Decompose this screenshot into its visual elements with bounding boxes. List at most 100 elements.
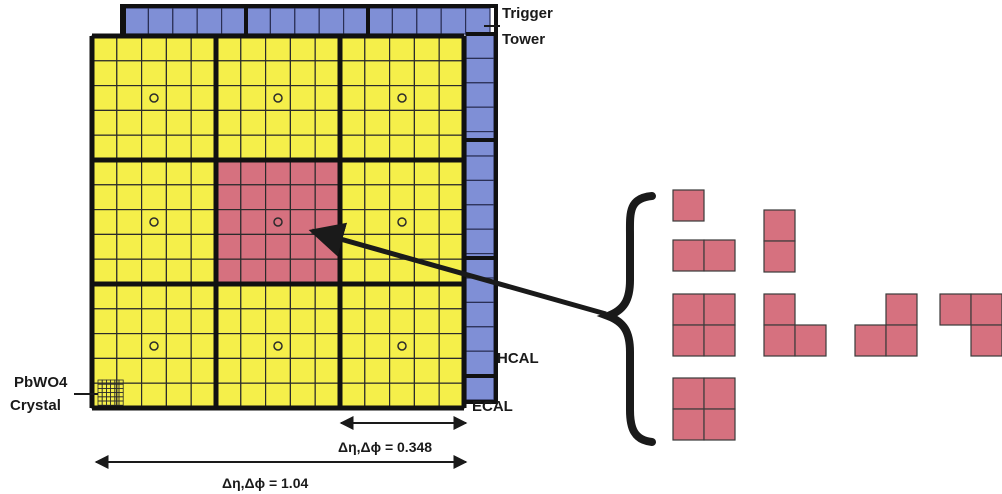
- ecal-crystal-cell: [314, 283, 341, 310]
- ecal-crystal-cell: [314, 308, 341, 335]
- ecal-crystal-cell: [141, 357, 168, 384]
- ecal-crystal-cell: [265, 209, 292, 236]
- tower-center-marker: [149, 341, 159, 351]
- ecal-crystal-cell: [413, 184, 440, 211]
- ecal-crystal-cell: [240, 382, 267, 409]
- pattern-cell: [763, 293, 796, 326]
- hcal-cell: [465, 7, 491, 35]
- pattern-cell: [672, 377, 705, 410]
- ecal-crystal-cell: [339, 308, 366, 335]
- ecal-crystal-cell: [165, 109, 192, 136]
- ecal-crystal-cell: [215, 308, 242, 335]
- ecal-crystal-cell: [289, 134, 316, 161]
- crystal-label: PbWO4: [14, 374, 68, 391]
- ecal-crystal-cell: [289, 382, 316, 409]
- ecal-crystal-cell: [289, 308, 316, 335]
- ecal-crystal-cell: [438, 382, 465, 409]
- ecal-crystal-cell: [141, 333, 168, 360]
- pattern-cell: [703, 293, 736, 326]
- hcal-cell: [465, 131, 495, 157]
- ecal-crystal-cell: [438, 233, 465, 260]
- ecal-crystal-cell: [116, 209, 143, 236]
- ecal-crystal-cell: [389, 60, 416, 87]
- ecal-crystal-cell: [215, 382, 242, 409]
- ecal-crystal-cell: [389, 258, 416, 285]
- ecal-crystal-cell: [141, 233, 168, 260]
- ecal-crystal-cell: [389, 159, 416, 186]
- pattern-cell: [885, 324, 918, 357]
- ecal-crystal-cell: [91, 134, 118, 161]
- ecal-crystal-cell: [91, 233, 118, 260]
- ecal-crystal-cell: [413, 382, 440, 409]
- ecal-crystal-cell: [141, 184, 168, 211]
- ecal-crystal-cell: [215, 84, 242, 111]
- ecal-crystal-cell: [190, 283, 217, 310]
- ecal-crystal-cell: [364, 308, 391, 335]
- ecal-crystal-cell: [413, 109, 440, 136]
- hcal-cell: [123, 7, 149, 35]
- pattern-single: [672, 189, 705, 222]
- ecal-crystal-cell: [265, 184, 292, 211]
- ecal-crystal-cell: [413, 357, 440, 384]
- ecal-crystal-cell: [116, 60, 143, 87]
- ecal-crystal-cell: [190, 333, 217, 360]
- pattern-cell: [703, 239, 736, 272]
- ecal-crystal-cell: [91, 209, 118, 236]
- outer-dimension-label: Δη,Δϕ = 1.04: [222, 475, 308, 491]
- hcal-cell: [147, 7, 174, 35]
- hcal-cell: [294, 7, 320, 35]
- ecal-crystal-cell: [289, 333, 316, 360]
- tower-center-marker: [149, 93, 159, 103]
- pattern-cell: [885, 293, 918, 326]
- ecal-crystal-cell: [190, 184, 217, 211]
- ecal-crystal-cell: [141, 134, 168, 161]
- ecal-crystal-cell: [314, 357, 341, 384]
- ecal-crystal-cell: [314, 60, 341, 87]
- ecal-crystal-cell: [116, 35, 143, 62]
- ecal-crystal-cell: [116, 258, 143, 285]
- ecal-crystal-cell: [265, 35, 292, 62]
- pattern-L-missing-top-left: [854, 293, 918, 357]
- ecal-crystal-cell: [339, 184, 366, 211]
- ecal-crystal-cell: [389, 333, 416, 360]
- ecal-crystal-cell: [190, 258, 217, 285]
- pattern-full-square: [672, 377, 736, 441]
- pattern-L-missing-top-right: [763, 293, 827, 357]
- ecal-crystal-cell: [165, 283, 192, 310]
- ecal-crystal-cell: [339, 159, 366, 186]
- ecal-crystal-cell: [91, 184, 118, 211]
- pattern-vertical-pair: [763, 209, 796, 273]
- ecal-crystal-cell: [339, 357, 366, 384]
- hcal-cell: [221, 7, 247, 35]
- crystal-label-2: Crystal: [10, 397, 61, 414]
- ecal-crystal-cell: [141, 258, 168, 285]
- ecal-crystal-cell: [265, 233, 292, 260]
- ecal-crystal-cell: [190, 134, 217, 161]
- ecal-crystal-cell: [215, 60, 242, 87]
- hcal-cell: [391, 7, 418, 35]
- ecal-crystal-cell: [215, 35, 242, 62]
- ecal-crystal-cell: [265, 134, 292, 161]
- trigger-tower-label-2: Tower: [502, 31, 545, 48]
- ecal-crystal-cell: [240, 84, 267, 111]
- ecal-crystal-cell: [314, 333, 341, 360]
- pattern-square: [672, 293, 736, 357]
- ecal-crystal-cell: [165, 35, 192, 62]
- ecal-crystal-cell: [265, 308, 292, 335]
- ecal-crystal-cell: [339, 109, 366, 136]
- ecal-crystal-cell: [289, 109, 316, 136]
- ecal-crystal-cell: [215, 333, 242, 360]
- hcal-cell: [465, 326, 495, 352]
- ecal-crystal-cell: [314, 382, 341, 409]
- hcal-cell: [465, 155, 495, 181]
- ecal-crystal-cell: [438, 109, 465, 136]
- ecal-crystal-cell: [240, 60, 267, 87]
- ecal-crystal-cell: [389, 283, 416, 310]
- ecal-crystal-cell: [91, 333, 118, 360]
- ecal-crystal-cell: [91, 60, 118, 87]
- ecal-crystal-cell: [240, 109, 267, 136]
- ecal-crystal-cell: [215, 233, 242, 260]
- ecal-crystal-cell: [190, 35, 217, 62]
- ecal-crystal-cell: [240, 308, 267, 335]
